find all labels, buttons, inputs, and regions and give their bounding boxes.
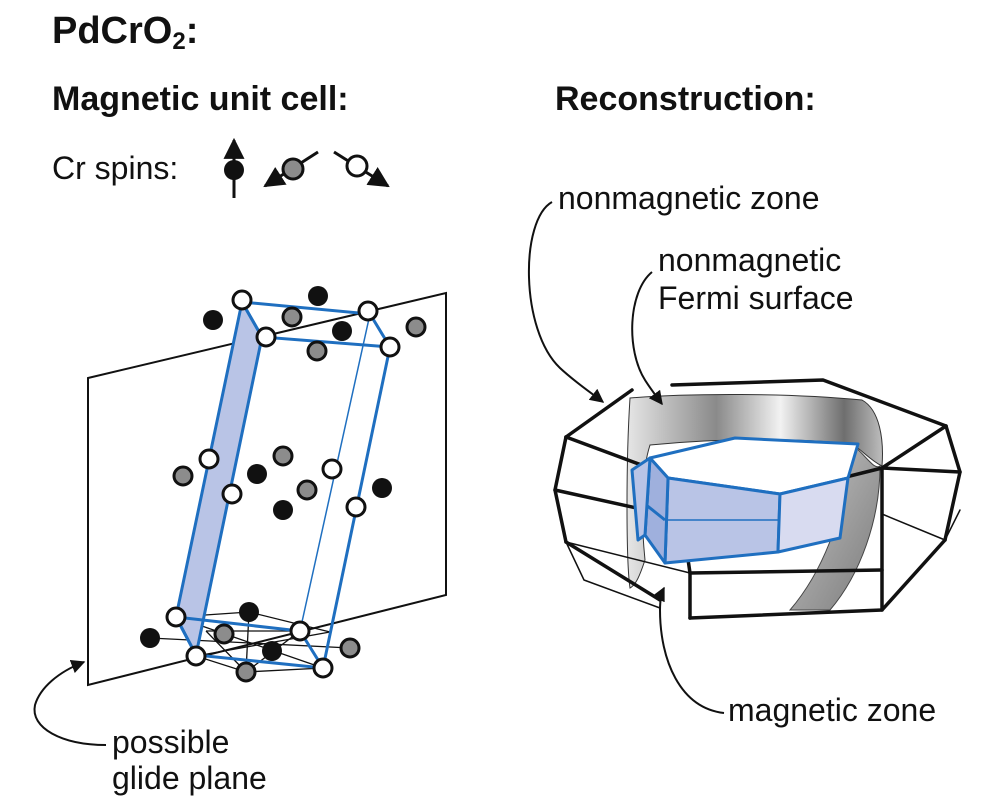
atom-black xyxy=(262,641,282,661)
atom-open xyxy=(321,458,343,480)
atom-open xyxy=(379,336,401,358)
atom-open xyxy=(255,326,277,348)
atom-gray xyxy=(235,661,257,683)
atom-gray xyxy=(306,340,328,362)
atom-open xyxy=(165,606,187,628)
atom-open xyxy=(185,645,207,667)
atom-gray xyxy=(339,637,361,659)
glide-plane-label-2: glide plane xyxy=(112,760,267,796)
atom-gray xyxy=(172,465,194,487)
nonmagnetic-fs-arrow xyxy=(631,271,663,406)
atom-gray xyxy=(296,479,318,501)
atom-open xyxy=(312,657,334,679)
nonmagnetic-fs-label-1: nonmagnetic xyxy=(658,242,842,278)
atom-black xyxy=(203,310,223,330)
glide-plane-arrow xyxy=(33,659,107,746)
atom-gray xyxy=(405,316,427,338)
glide-plane-label-1: possible xyxy=(112,724,230,760)
spin-left-down-icon xyxy=(263,150,319,188)
glide-plane xyxy=(87,291,447,687)
magnetic-zone-arrow xyxy=(652,586,725,714)
right-heading: Reconstruction: xyxy=(555,80,816,118)
atom-open xyxy=(345,496,367,518)
atom-open xyxy=(357,300,379,322)
nonmagnetic-zone-arrow xyxy=(527,201,605,403)
atom-black xyxy=(140,628,160,648)
atom-black xyxy=(239,602,259,622)
atom-black xyxy=(273,500,293,520)
spins-label: Cr spins: xyxy=(52,150,179,186)
atom-black xyxy=(308,286,328,306)
atom-open xyxy=(221,483,243,505)
magnetic-zone-label: magnetic zone xyxy=(728,692,937,728)
spin-legend xyxy=(223,137,390,198)
atom-open xyxy=(198,448,220,470)
atom-gray xyxy=(281,306,303,328)
atom-open xyxy=(289,620,311,642)
atom-black xyxy=(372,478,392,498)
atom-black xyxy=(332,321,352,341)
left-heading: Magnetic unit cell: xyxy=(52,80,349,118)
atom-open xyxy=(231,289,253,311)
spin-right-down-icon xyxy=(333,150,390,188)
spin-up-icon xyxy=(223,137,245,198)
atom-gray xyxy=(213,623,235,645)
figure-title: PdCrO2: xyxy=(52,10,199,55)
nonmagnetic-zone-label: nonmagnetic zone xyxy=(558,180,820,216)
nonmagnetic-fs-label-2: Fermi surface xyxy=(658,280,854,316)
cr-atoms xyxy=(140,286,427,683)
atom-black xyxy=(247,464,267,484)
magnetic-unit-cell xyxy=(173,297,393,670)
magnetic-zone-prism xyxy=(630,436,860,565)
atom-gray xyxy=(272,445,294,467)
